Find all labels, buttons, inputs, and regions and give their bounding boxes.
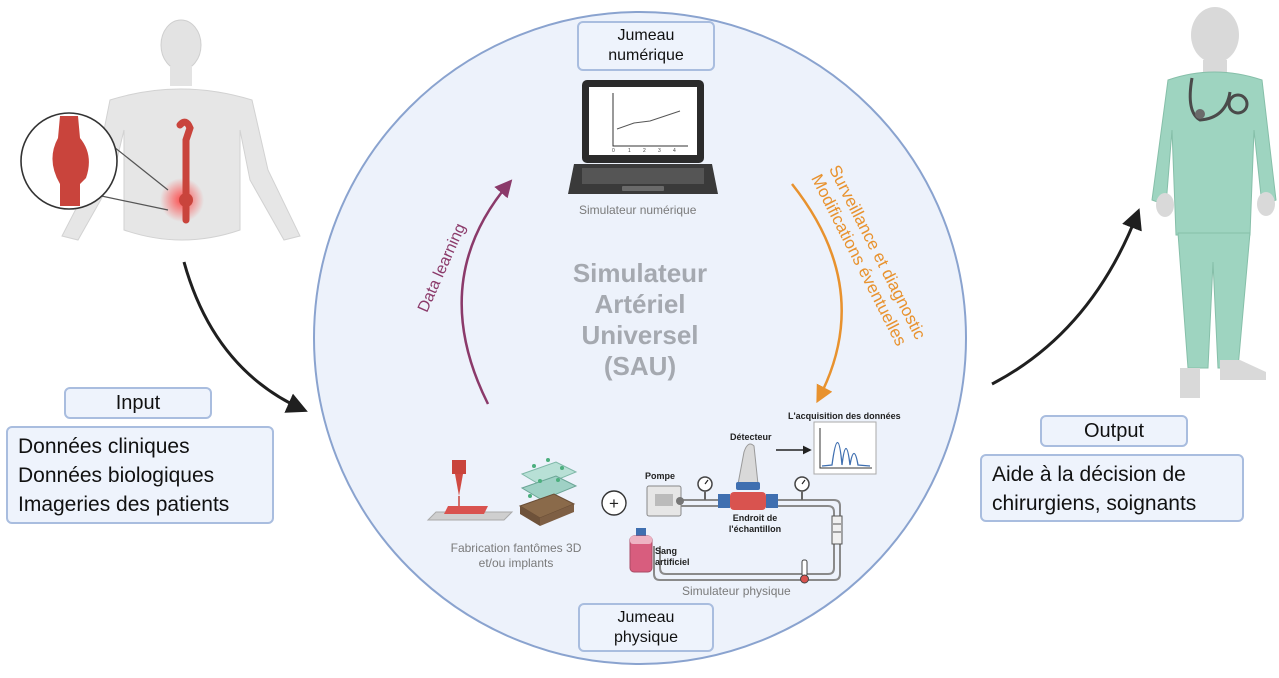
3d-printer-icon (426, 460, 514, 521)
acquisition-plot (813, 421, 877, 475)
flow-meter-icon (831, 515, 843, 545)
aorta-zoom-icon (20, 112, 169, 211)
input-label: Input (115, 391, 161, 414)
digital-twin-line-2: numérique (608, 47, 684, 64)
blood-label: Sang artificiel (655, 546, 690, 568)
digital-twin-box: Jumeau numérique (577, 21, 715, 71)
acquisition-label: L'acquisition des données (788, 411, 901, 421)
fabrication-caption: Fabrication fantômes 3D et/ou implants (440, 541, 592, 571)
surveillance-arrow (791, 183, 843, 404)
laptop-tick-2: 2 (643, 148, 646, 154)
laptop-tick-1: 1 (628, 148, 631, 154)
sample-label: Endroit de l'échantillon (722, 513, 788, 535)
input-item: Imageries des patients (18, 493, 230, 516)
laptop-icon: 0 1 2 3 4 (568, 80, 718, 194)
sau-title-line-4: (SAU) (603, 351, 677, 381)
sample-chamber (718, 492, 778, 510)
output-line-1: Aide à la décision de (992, 463, 1186, 486)
pump-icon (646, 485, 684, 517)
input-item: Données cliniques (18, 435, 190, 458)
input-label-box: Input (64, 387, 212, 419)
detector-probe-icon (736, 443, 760, 490)
physical-twin-box: Jumeau physique (578, 603, 714, 652)
data-learning-arrow (460, 179, 513, 405)
physical-caption: Simulateur physique (682, 584, 791, 598)
pressure-gauge-icon (697, 476, 810, 500)
thermometer-icon (800, 559, 809, 584)
circuit-tubing (653, 499, 841, 581)
output-label-box: Output (1040, 415, 1188, 447)
output-label: Output (1083, 419, 1145, 442)
sau-title-line-3: Universel (581, 320, 699, 350)
human-body-icon (61, 19, 301, 241)
laptop-tick-0: 0 (612, 148, 615, 154)
output-line-2: chirurgiens, soignants (992, 492, 1197, 515)
pump-label: Pompe (645, 471, 676, 481)
output-text-box: Aide à la décision de chirurgiens, soign… (980, 454, 1244, 522)
physical-twin-line-1: Jumeau (617, 608, 675, 626)
input-flow-arrow (182, 261, 308, 413)
fabrication-line-1: Fabrication fantômes 3D (450, 541, 582, 555)
scaffold-layers-icon (518, 458, 578, 526)
sau-title-line-2: Artériel (594, 289, 686, 319)
blood-line-2: artificiel (655, 557, 690, 567)
plus-circle (601, 490, 627, 516)
doctor-figure-icon (1151, 7, 1277, 398)
sample-line-2: l'échantillon (728, 524, 782, 534)
input-list-box: Données cliniques Données biologiques Im… (6, 426, 274, 524)
sau-title-line-1: Simulateur (572, 258, 708, 288)
laptop-tick-3: 3 (658, 148, 661, 154)
fabrication-line-2: et/ou implants (478, 556, 554, 570)
plus-symbol: + (609, 494, 619, 513)
input-item: Données biologiques (18, 464, 215, 487)
laptop-caption: Simulateur numérique (579, 203, 697, 217)
digital-twin-line-1: Jumeau (617, 27, 675, 44)
detector-label: Détecteur (730, 432, 772, 442)
laptop-tick-4: 4 (673, 148, 676, 154)
physical-twin-line-2: physique (613, 628, 679, 646)
blood-bottle-icon (629, 528, 653, 573)
sau-title: Simulateur Artériel Universel (SAU) (540, 258, 740, 382)
output-flow-arrow (991, 208, 1142, 386)
blood-line-1: Sang (655, 546, 678, 556)
sample-line-1: Endroit de (732, 513, 778, 523)
